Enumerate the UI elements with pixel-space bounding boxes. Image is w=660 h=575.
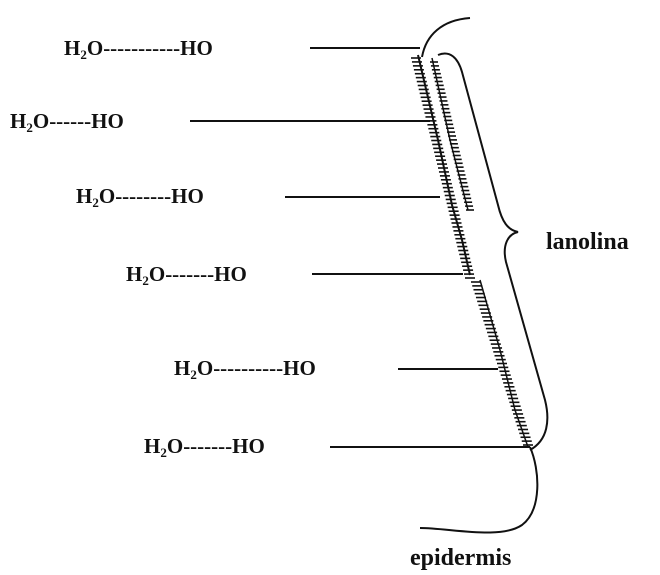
hydrogen-bond-label-2: H2O------HO — [10, 111, 124, 134]
epidermis-curve — [420, 18, 537, 533]
hydrogen-bond-label-3: H2O--------HO — [76, 186, 204, 209]
epidermis-label: epidermis — [410, 546, 511, 570]
hydrogen-bond-label-5: H2O----------HO — [174, 358, 316, 381]
hydrogen-bond-label-4: H2O-------HO — [126, 264, 247, 287]
lanolin-hatching-lower — [471, 282, 533, 445]
hydrogen-bond-label-6: H2O-------HO — [144, 436, 265, 459]
hydrogen-bond-label-1: H2O-----------HO — [64, 38, 213, 61]
lanolin-label: lanolina — [546, 230, 629, 254]
lanolin-brace — [438, 54, 547, 450]
lanolin-hatching-upper — [411, 58, 475, 278]
